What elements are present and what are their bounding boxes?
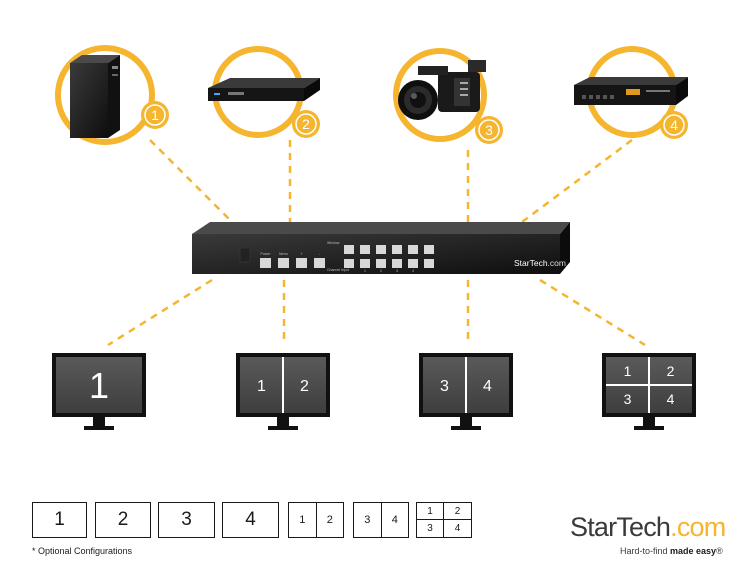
config-single: 1 (32, 502, 87, 538)
line-monitor-1 (107, 278, 213, 347)
config-cell: 3 (417, 520, 444, 537)
input-button[interactable] (424, 259, 434, 268)
input-button[interactable] (376, 259, 386, 268)
input-button[interactable] (392, 245, 402, 254)
monitor-4: 1 2 3 4 (602, 353, 696, 430)
line-source-4 (521, 138, 633, 224)
input-number-label: 3 (396, 269, 398, 273)
row-label-channel: Channel Input (327, 268, 349, 272)
config-cell: 3 (364, 514, 371, 526)
source-badge-2: 2 (292, 110, 320, 138)
tagline-bold: made easy (670, 546, 717, 556)
input-button-grid: 1 2 3 4 (344, 245, 434, 273)
monitor-window-label: 2 (300, 378, 309, 395)
config-cell: 2 (315, 503, 344, 537)
source-badge-label: 4 (670, 117, 678, 133)
monitor-window-label: 4 (483, 378, 492, 395)
input-number-label: 1 (364, 269, 366, 273)
input-button[interactable] (360, 245, 370, 254)
monitor-window-label: 2 (667, 363, 675, 379)
switcher-brand: StarTech.com (514, 258, 566, 268)
monitor-window-label: 3 (624, 391, 632, 407)
monitor-screen (56, 357, 142, 413)
connection-lines (107, 138, 646, 347)
front-button-label: Power (261, 252, 272, 256)
input-button[interactable] (360, 259, 370, 268)
footnote: * Optional Configurations (32, 546, 133, 556)
source-badges: 1 2 3 4 (141, 101, 688, 144)
front-button-group: Power Menu + - (260, 252, 325, 268)
set-top-box-icon (574, 77, 688, 105)
source-badge-label: 2 (302, 116, 310, 132)
front-button[interactable] (296, 258, 307, 268)
logo-suffix: .com (670, 512, 726, 542)
logo-name: StarTech (570, 512, 671, 542)
multiviewer-switcher: Power Menu + - 1 2 3 4 StarTech.com Window Cha… (192, 222, 570, 274)
input-button[interactable] (376, 245, 386, 254)
front-button-label: Menu (279, 252, 288, 256)
config-cell: 2 (444, 503, 471, 520)
input-button[interactable] (424, 245, 434, 254)
input-button[interactable] (408, 259, 418, 268)
monitor-window-label: 1 (89, 365, 109, 406)
desktop-computer-icon (70, 55, 120, 138)
ring-source-1 (55, 45, 155, 145)
tagline-prefix: Hard-to-find (620, 546, 671, 556)
config-cell: 1 (299, 514, 306, 526)
monitor-window-label: 1 (624, 363, 632, 379)
monitor-window-label: 4 (667, 391, 675, 407)
source-badge-1: 1 (141, 101, 169, 129)
monitor-window-label: 3 (440, 378, 449, 395)
monitor-1: 1 (52, 353, 146, 430)
front-button[interactable] (314, 258, 325, 268)
front-button-label: + (300, 252, 302, 256)
monitor-window-label: 1 (257, 378, 266, 395)
config-single: 3 (158, 502, 215, 538)
source-badge-3: 3 (475, 116, 503, 144)
logo-tagline: Hard-to-find made easy® (620, 546, 723, 556)
input-number-label: 4 (412, 269, 414, 273)
ring-source-3 (393, 48, 487, 142)
config-cell: 4 (454, 523, 461, 534)
input-button[interactable] (344, 245, 354, 254)
front-button-label: - (319, 252, 321, 256)
config-single: 2 (95, 502, 151, 538)
input-button[interactable] (408, 245, 418, 254)
switcher-brand-name: StarTech (514, 258, 548, 268)
config-single: 4 (222, 502, 279, 538)
input-number-label: 2 (380, 269, 382, 273)
startech-logo: StarTech.com (570, 512, 726, 543)
config-cell: 1 (417, 503, 444, 520)
blu-ray-player-icon (208, 78, 320, 101)
row-label-window: Window (327, 241, 340, 245)
line-monitor-4 (539, 278, 646, 347)
tagline-mark: ® (716, 546, 723, 556)
video-camera-icon (398, 60, 486, 120)
switcher-brand-suffix: .com (548, 258, 566, 268)
front-button[interactable] (278, 258, 289, 268)
config-cell: 4 (380, 503, 409, 537)
source-badge-label: 3 (485, 122, 493, 138)
input-button[interactable] (392, 259, 402, 268)
front-button[interactable] (260, 258, 271, 268)
source-badge-label: 1 (151, 107, 159, 123)
input-button[interactable] (344, 259, 354, 268)
source-badge-4: 4 (660, 111, 688, 139)
line-source-1 (149, 139, 233, 223)
